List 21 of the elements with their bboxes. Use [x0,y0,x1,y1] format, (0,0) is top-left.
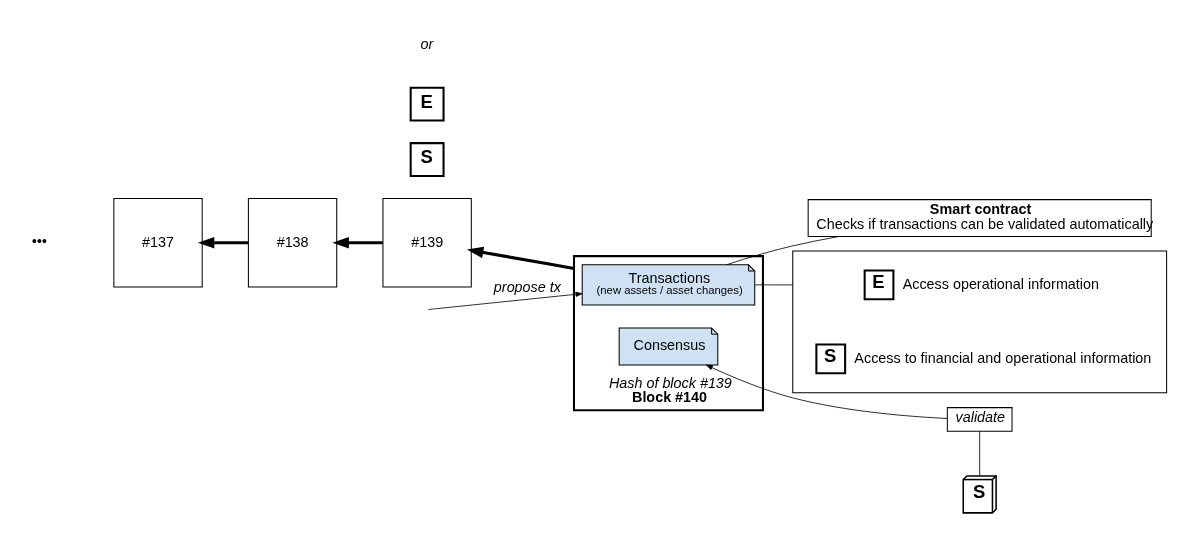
node-box: validate [946,406,1013,432]
label: ••• [31,232,47,249]
connector [979,430,981,476]
cluster [792,249,1168,393]
connector [754,283,794,285]
node-box: #137 [113,197,203,287]
arrow [197,236,249,249]
node-box: S [815,342,847,374]
node-box: S [409,141,445,177]
arrow [705,364,948,419]
node-box: E [863,268,895,300]
node-label: Access operational information [902,275,1100,292]
label: or [420,35,434,52]
node-box: #139 [382,197,472,287]
node-label: Access to financial and operational information [854,349,1152,366]
arrow [427,291,583,310]
node-box: #138 [247,197,338,287]
node-box: E [409,86,445,122]
arrow [466,246,575,270]
arrow [332,236,383,249]
edge-label: propose tx [493,278,561,295]
